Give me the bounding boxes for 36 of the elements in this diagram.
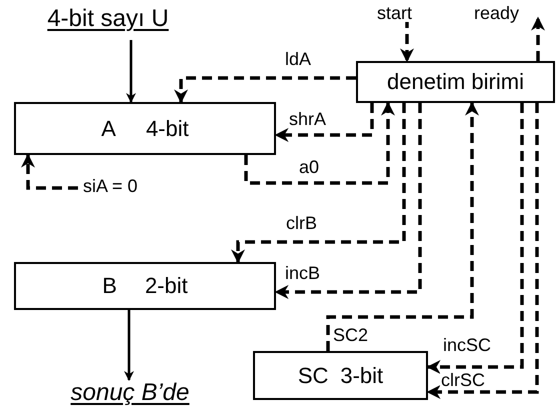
io-label: 4-bit sayı U [47, 6, 169, 32]
arrow [244, 102, 395, 185]
register-label: 3-bit [340, 364, 384, 386]
arrow [326, 102, 479, 351]
register-box [14, 262, 276, 310]
signal-label: start [376, 4, 414, 22]
register-box [356, 61, 555, 103]
register-label: 4-bit [146, 118, 189, 140]
arrow [174, 76, 356, 104]
arrow [274, 103, 374, 142]
signal-label: clrSC [440, 371, 486, 389]
signal-label: ldA [284, 50, 312, 68]
signal-label: siA = 0 [82, 177, 139, 195]
arrow [426, 103, 524, 374]
signal-label: SC2 [332, 326, 370, 344]
arrow [126, 40, 136, 103]
arrow [274, 103, 422, 299]
arrow [231, 103, 406, 264]
arrow [426, 103, 539, 399]
io-label: sonuç B’de [70, 380, 190, 406]
signal-label: incB [284, 264, 322, 282]
register-label: SC [298, 364, 328, 386]
arrow [21, 154, 78, 190]
register-label: B [102, 275, 117, 297]
register-label: denetim birimi [387, 71, 524, 93]
register-label: A [101, 118, 116, 140]
register-box [14, 102, 276, 155]
arrow [124, 310, 134, 381]
signal-label: shrA [288, 110, 328, 128]
register-box [253, 351, 428, 400]
signal-label: incSC [442, 336, 492, 354]
signal-label: clrB [285, 214, 318, 232]
signal-label: ready [473, 4, 520, 22]
register-label: 2-bit [144, 275, 188, 297]
arrow [531, 16, 545, 61]
signal-label: a0 [298, 158, 320, 176]
